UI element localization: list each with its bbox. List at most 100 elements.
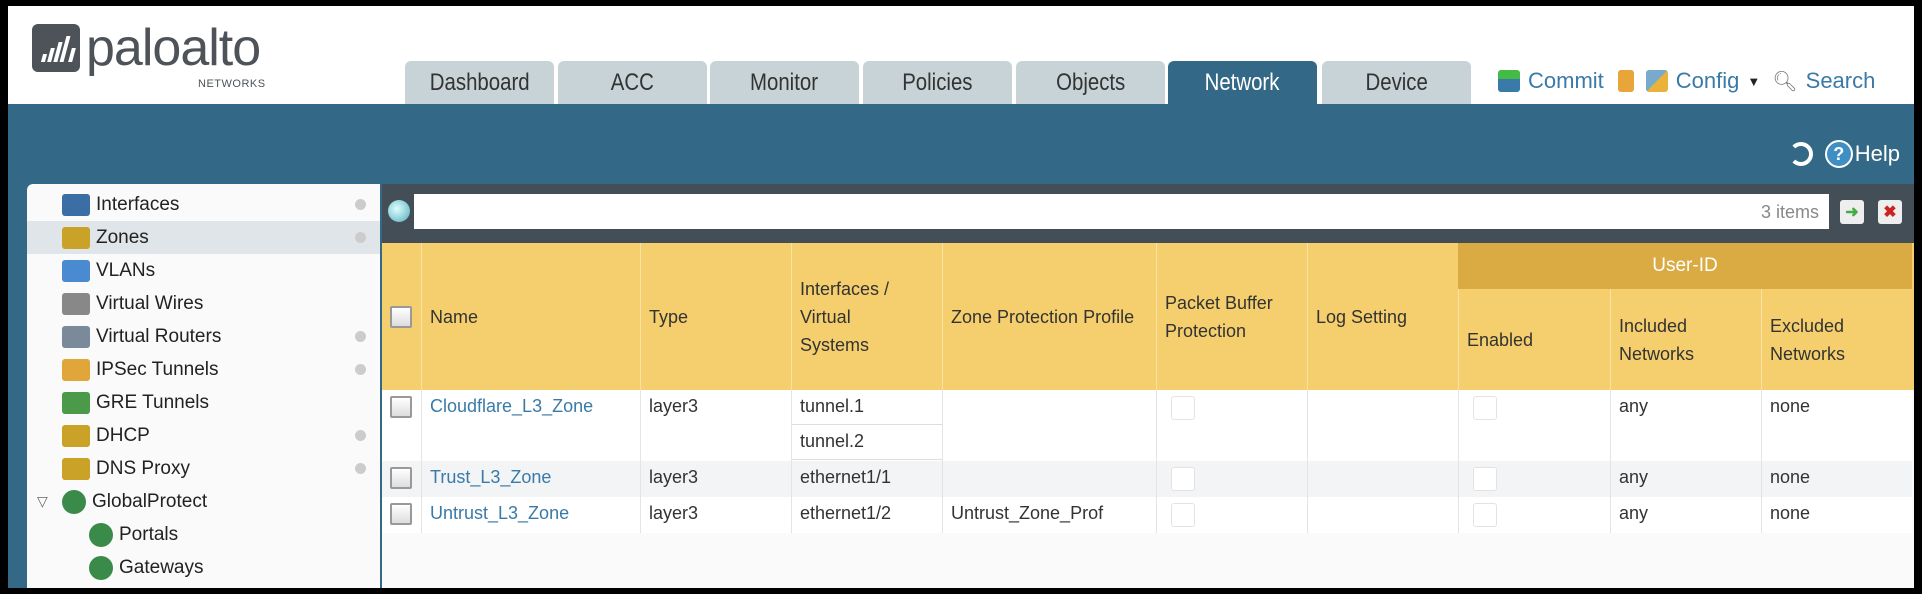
filter-input[interactable]	[414, 194, 1829, 229]
tab-monitor[interactable]: Monitor	[710, 61, 859, 104]
row-checkbox[interactable]	[390, 503, 412, 525]
included-networks-cell: any	[1610, 497, 1761, 533]
row-select-cell	[382, 497, 421, 533]
packet-buffer-cell	[1156, 390, 1307, 461]
item-count: 3 items	[1760, 202, 1819, 222]
tab-label: Monitor	[750, 68, 819, 96]
sidebar-item-dns-proxy[interactable]: DNS Proxy	[27, 452, 380, 485]
included-networks-cell: any	[1610, 390, 1761, 461]
interface-value: tunnel.2	[792, 425, 942, 460]
zone-protection-value: Untrust_Zone_Prof	[951, 503, 1104, 523]
status-dot-icon	[355, 199, 366, 210]
included-networks-value: any	[1619, 467, 1649, 487]
sidebar-item-portals[interactable]: Portals	[27, 518, 380, 551]
column-header-included-networks[interactable]: Included Networks	[1610, 289, 1761, 390]
sidebar-item-zones[interactable]: Zones	[27, 221, 380, 254]
column-header-interfaces-virtual-systems[interactable]: Interfaces / Virtual Systems	[791, 243, 942, 390]
included-networks-value: any	[1619, 396, 1649, 416]
sidebar-item-label: Zones	[96, 226, 149, 248]
sidebar-item-interfaces[interactable]: Interfaces	[27, 188, 380, 221]
refresh-icon[interactable]	[1788, 142, 1813, 166]
log-setting-cell	[1307, 461, 1458, 497]
clear-filter-button[interactable]: ✖	[1878, 200, 1902, 224]
row-checkbox[interactable]	[390, 396, 412, 418]
config-menu[interactable]: Config	[1675, 68, 1740, 93]
status-dot-icon	[355, 364, 366, 375]
lock-icon[interactable]	[1617, 70, 1634, 92]
interfaces-icon	[62, 193, 90, 216]
tab-label: Device	[1365, 68, 1428, 96]
paloalto-logo: paloalto	[32, 19, 261, 77]
global-toolbar: Commit Config ▼ 🔍︎ Search	[1498, 68, 1875, 94]
apply-filter-button[interactable]: ➜	[1840, 200, 1864, 224]
sidebar-item-virtual-routers[interactable]: Virtual Routers	[27, 320, 380, 353]
sidebar-item-vlans[interactable]: VLANs	[27, 254, 380, 287]
expand-triangle-icon[interactable]: ▽	[37, 493, 48, 509]
search-icon: 🔍︎	[1772, 70, 1798, 93]
column-header-type[interactable]: Type	[640, 243, 791, 390]
tab-acc[interactable]: ACC	[558, 61, 707, 104]
status-dot-icon	[355, 463, 366, 474]
select-all-checkbox[interactable]	[390, 305, 412, 328]
tab-objects[interactable]: Objects	[1016, 61, 1165, 104]
virtual-routers-icon	[62, 325, 90, 348]
column-header-excluded-networks[interactable]: Excluded Networks	[1761, 289, 1912, 390]
type-value: layer3	[649, 396, 699, 416]
sidebar-item-ipsec-tunnels[interactable]: IPSec Tunnels	[27, 353, 380, 386]
vlans-icon	[62, 259, 90, 282]
sidebar-item-label: DNS Proxy	[96, 457, 190, 479]
logo-text: paloalto	[86, 19, 261, 77]
packet-buffer-cell	[1156, 497, 1307, 533]
sidebar-item-label: Interfaces	[96, 193, 180, 215]
zone-name-link[interactable]: Untrust_L3_Zone	[430, 503, 570, 523]
logo-mark-icon	[32, 24, 80, 72]
user-id-enabled-checkbox	[1473, 396, 1497, 420]
sidebar-item-gre-tunnels[interactable]: GRE Tunnels	[27, 386, 380, 419]
excluded-networks-value: none	[1770, 467, 1811, 487]
tab-dashboard[interactable]: Dashboard	[405, 61, 554, 104]
zone-protection-cell	[942, 461, 1156, 497]
tab-label: Policies	[902, 68, 973, 96]
help-button[interactable]: ? Help	[1824, 140, 1900, 168]
name-cell: Cloudflare_L3_Zone	[421, 390, 640, 461]
tab-network[interactable]: Network	[1168, 61, 1317, 104]
dhcp-icon	[62, 424, 90, 447]
name-cell: Untrust_L3_Zone	[421, 497, 640, 533]
tab-device[interactable]: Device	[1322, 61, 1471, 104]
column-header-packet-buffer-protection[interactable]: Packet Buffer Protection	[1156, 243, 1307, 390]
tab-policies[interactable]: Policies	[863, 61, 1012, 104]
tab-label: Network	[1205, 68, 1280, 96]
globalprotect-icon	[62, 489, 86, 514]
sidebar-item-gateways[interactable]: Gateways	[27, 551, 380, 584]
packet-buffer-checkbox	[1171, 503, 1195, 527]
zone-name-link[interactable]: Trust_L3_Zone	[430, 467, 552, 487]
row-checkbox[interactable]	[390, 467, 412, 489]
status-dot-icon	[355, 232, 366, 243]
help-label: Help	[1854, 141, 1900, 166]
column-header-zone-protection-profile[interactable]: Zone Protection Profile	[942, 243, 1156, 390]
zone-name-link[interactable]: Cloudflare_L3_Zone	[430, 396, 594, 416]
filter-bar: 3 items ➜ ✖	[382, 184, 1914, 243]
column-header-name[interactable]: Name	[421, 243, 640, 390]
packet-buffer-checkbox	[1171, 396, 1195, 420]
commit-button[interactable]: Commit	[1528, 68, 1604, 93]
sidebar-item-dhcp[interactable]: DHCP	[27, 419, 380, 452]
chevron-down-icon[interactable]: ▼	[1747, 73, 1761, 89]
sidebar-item-virtual-wires[interactable]: Virtual Wires	[27, 287, 380, 320]
column-header-log-setting[interactable]: Log Setting	[1307, 243, 1458, 390]
type-value: layer3	[649, 503, 699, 523]
column-header-enabled[interactable]: Enabled	[1458, 289, 1610, 390]
user-id-enabled-checkbox	[1473, 503, 1497, 527]
search-button[interactable]: Search	[1805, 68, 1876, 93]
search-icon	[388, 200, 410, 222]
sidebar-item-globalprotect[interactable]: ▽GlobalProtect	[27, 485, 380, 518]
tab-label: Dashboard	[429, 68, 530, 96]
sidebar-item-label: Virtual Routers	[96, 325, 222, 347]
